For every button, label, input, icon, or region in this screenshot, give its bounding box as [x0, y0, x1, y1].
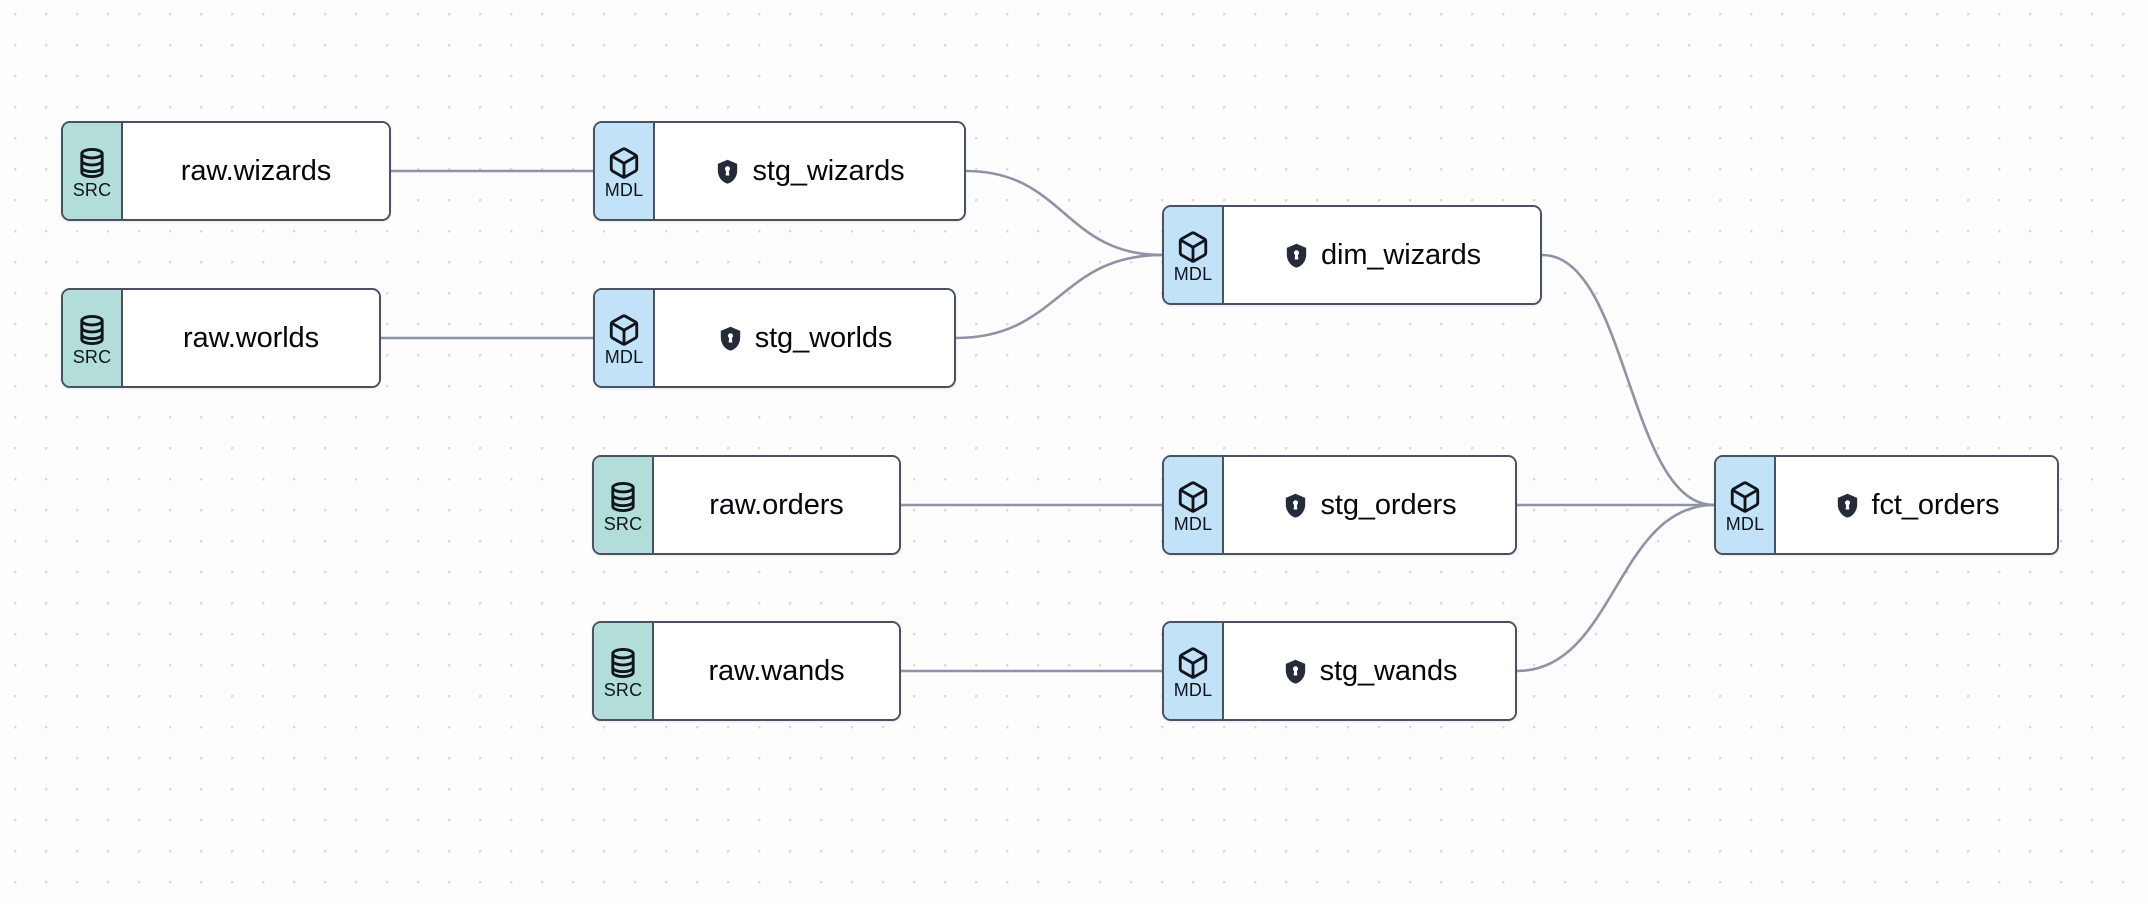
graph-node-stg_worlds[interactable]: MDL stg_worlds [593, 288, 956, 388]
node-type-badge-dim_wizards: MDL [1164, 207, 1224, 303]
graph-node-raw_orders[interactable]: SRC raw.orders [592, 455, 901, 555]
node-label-raw_wizards: raw.wizards [180, 154, 332, 187]
cube-icon [607, 313, 641, 347]
cube-icon [1728, 480, 1762, 514]
node-body-stg_orders[interactable]: stg_orders [1224, 457, 1515, 553]
node-label-raw_orders: raw.orders [709, 488, 844, 521]
database-icon [606, 646, 640, 680]
shield-lock-icon [1282, 492, 1309, 519]
node-body-raw_orders[interactable]: raw.orders [654, 457, 899, 553]
graph-node-stg_orders[interactable]: MDL stg_orders [1162, 455, 1517, 555]
database-icon [606, 480, 640, 514]
node-type-badge-stg_wands: MDL [1164, 623, 1224, 719]
cube-icon [1176, 230, 1210, 264]
node-label-dim_wizards: dim_wizards [1320, 238, 1482, 271]
node-label-stg_worlds: stg_worlds [754, 321, 893, 354]
node-body-stg_wizards[interactable]: stg_wizards [655, 123, 964, 219]
node-body-raw_worlds[interactable]: raw.worlds [123, 290, 379, 386]
node-body-raw_wizards[interactable]: raw.wizards [123, 123, 389, 219]
node-body-dim_wizards[interactable]: dim_wizards [1224, 207, 1540, 303]
node-type-label: SRC [603, 679, 643, 700]
database-icon [75, 146, 109, 180]
node-type-label: MDL [1173, 263, 1213, 284]
node-type-badge-stg_worlds: MDL [595, 290, 655, 386]
node-type-badge-stg_orders: MDL [1164, 457, 1224, 553]
node-label-stg_wizards: stg_wizards [752, 154, 905, 187]
edge-stg_wands-to-fct_orders [1515, 503, 1716, 673]
graph-node-stg_wands[interactable]: MDL stg_wands [1162, 621, 1517, 721]
node-type-badge-raw_wands: SRC [594, 623, 654, 719]
node-type-label: SRC [72, 179, 112, 200]
graph-node-raw_worlds[interactable]: SRC raw.worlds [61, 288, 381, 388]
edge-dim_wizards-to-fct_orders [1540, 253, 1716, 507]
shield-lock-icon [1834, 492, 1861, 519]
node-type-badge-stg_wizards: MDL [595, 123, 655, 219]
node-type-label: MDL [1173, 513, 1213, 534]
cube-icon [1176, 480, 1210, 514]
node-label-raw_worlds: raw.worlds [183, 321, 319, 354]
graph-node-fct_orders[interactable]: MDL fct_orders [1714, 455, 2059, 555]
node-type-label: MDL [1173, 679, 1213, 700]
node-type-badge-raw_worlds: SRC [63, 290, 123, 386]
cube-icon [607, 146, 641, 180]
edge-stg_worlds-to-dim_wizards [954, 253, 1164, 340]
node-type-badge-fct_orders: MDL [1716, 457, 1776, 553]
node-type-label: MDL [604, 179, 644, 200]
node-body-fct_orders[interactable]: fct_orders [1776, 457, 2057, 553]
node-type-badge-raw_orders: SRC [594, 457, 654, 553]
node-type-label: MDL [1725, 513, 1765, 534]
node-type-label: SRC [603, 513, 643, 534]
node-body-raw_wands[interactable]: raw.wands [654, 623, 899, 719]
graph-node-raw_wizards[interactable]: SRC raw.wizards [61, 121, 391, 221]
node-label-raw_wands: raw.wands [708, 654, 845, 687]
node-body-stg_wands[interactable]: stg_wands [1224, 623, 1515, 719]
shield-lock-icon [1283, 242, 1310, 269]
graph-node-dim_wizards[interactable]: MDL dim_wizards [1162, 205, 1542, 305]
cube-icon [1176, 646, 1210, 680]
node-label-fct_orders: fct_orders [1871, 488, 2000, 521]
edge-stg_wizards-to-dim_wizards [964, 169, 1164, 257]
node-type-label: SRC [72, 346, 112, 367]
node-label-stg_orders: stg_orders [1320, 488, 1457, 521]
database-icon [75, 313, 109, 347]
node-label-stg_wands: stg_wands [1319, 654, 1458, 687]
shield-lock-icon [717, 325, 744, 352]
graph-node-stg_wizards[interactable]: MDL stg_wizards [593, 121, 966, 221]
shield-lock-icon [714, 158, 741, 185]
node-type-label: MDL [604, 346, 644, 367]
shield-lock-icon [1282, 658, 1309, 685]
graph-node-raw_wands[interactable]: SRC raw.wands [592, 621, 901, 721]
node-body-stg_worlds[interactable]: stg_worlds [655, 290, 954, 386]
node-type-badge-raw_wizards: SRC [63, 123, 123, 219]
